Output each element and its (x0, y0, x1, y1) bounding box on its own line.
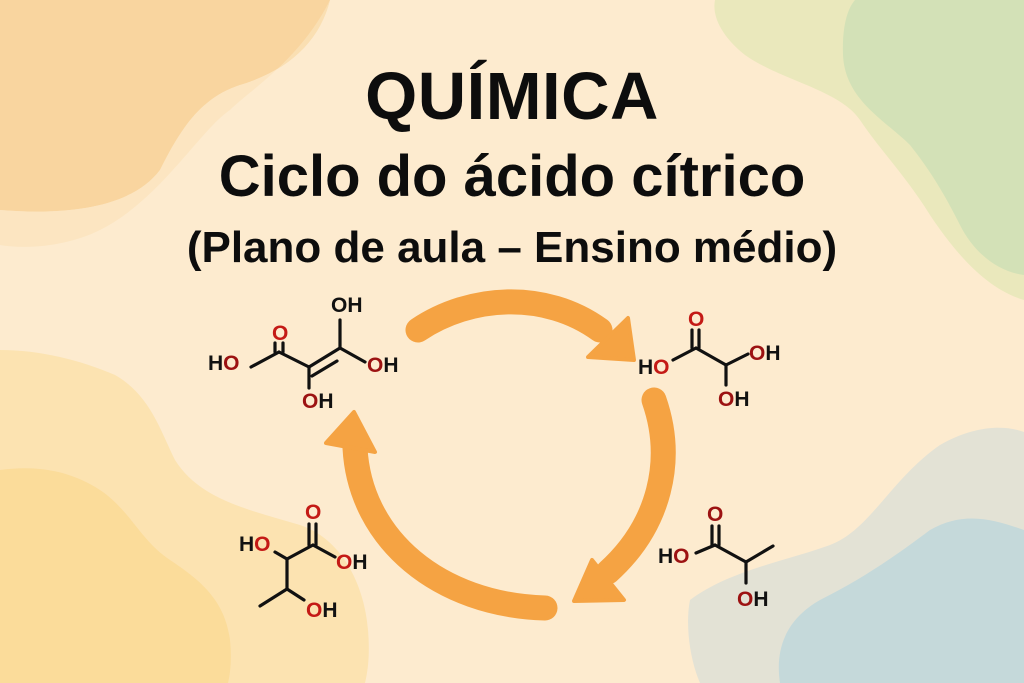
atom-oh: OH (331, 294, 363, 317)
molecule-bottom-left: HO O OH OH (239, 501, 368, 622)
blob-bottom-right-blue (778, 518, 1024, 683)
svg-text:OH: OH (302, 390, 334, 413)
blob-top-left (0, 0, 330, 212)
svg-text:OH: OH (306, 599, 338, 622)
svg-text:OH: OH (336, 551, 368, 574)
cycle-arrows (324, 289, 676, 621)
atom-o: O (223, 352, 239, 375)
molecule-top-left: HO O OH OH OH (208, 294, 399, 413)
molecule-bottom-right: HO O OH (658, 503, 775, 611)
svg-text:HO: HO (658, 545, 690, 568)
blob-top-right-green (842, 0, 1024, 275)
page-subtitle: Ciclo do ácido cítrico (218, 144, 806, 209)
atom-o: O (688, 308, 704, 331)
svg-text:OH: OH (367, 354, 399, 377)
left-arrow-icon (324, 410, 558, 621)
svg-text:OH: OH (718, 388, 750, 411)
page-title: QUÍMICA (365, 59, 659, 134)
svg-text:OH: OH (737, 588, 769, 611)
atom-o: O (707, 503, 723, 526)
top-arrow-icon (405, 289, 636, 362)
right-arrow-icon (572, 387, 676, 603)
atom-o: O (305, 501, 321, 524)
svg-text:HO: HO (239, 533, 271, 556)
svg-text:OH: OH (749, 342, 781, 365)
svg-text:HO: HO (638, 356, 670, 379)
lesson-plan-label: (Plano de aula – Ensino médio) (186, 223, 838, 272)
atom-o: O (272, 322, 288, 345)
svg-text:HO: HO (208, 352, 240, 375)
molecule-top-right: HO O OH OH (638, 308, 781, 411)
atom-h: H (208, 352, 223, 375)
